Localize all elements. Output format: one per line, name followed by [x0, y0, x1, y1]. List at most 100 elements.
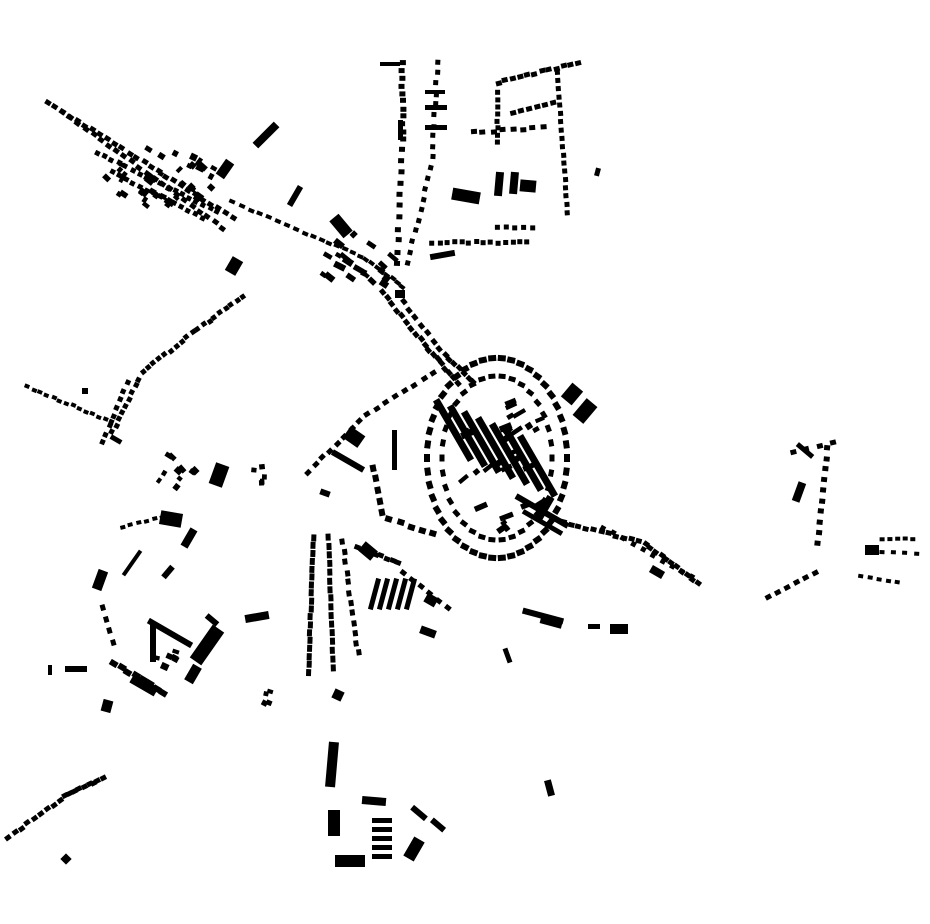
building [363, 410, 371, 418]
building [478, 552, 488, 560]
building [773, 588, 782, 597]
building [367, 276, 377, 286]
building [901, 550, 908, 555]
building [500, 519, 508, 527]
building [56, 796, 65, 805]
building [122, 667, 133, 678]
building [468, 527, 477, 536]
building [211, 218, 220, 226]
building [435, 69, 441, 75]
building [155, 477, 163, 484]
building [306, 629, 313, 637]
building [318, 236, 326, 244]
building [547, 469, 555, 478]
building [519, 179, 537, 193]
building [192, 192, 203, 203]
building [199, 214, 206, 222]
building [504, 401, 518, 411]
building [394, 249, 401, 256]
building [419, 625, 437, 639]
building [115, 190, 123, 198]
building [141, 196, 149, 204]
building [524, 542, 535, 552]
building [330, 664, 336, 672]
building [292, 226, 300, 233]
building [659, 558, 667, 565]
building [396, 518, 406, 527]
building [557, 118, 564, 125]
building [508, 375, 517, 383]
building [325, 533, 331, 541]
building [342, 426, 366, 448]
building [129, 673, 159, 697]
building [910, 537, 916, 542]
building [307, 613, 313, 621]
building [482, 463, 494, 473]
building [195, 208, 204, 216]
building [331, 688, 345, 702]
building [157, 170, 165, 178]
building [562, 168, 568, 174]
building [556, 492, 566, 503]
building [478, 356, 488, 364]
building [304, 468, 312, 477]
building [154, 354, 163, 363]
building [502, 427, 545, 493]
building [91, 568, 109, 592]
building [392, 307, 401, 316]
building [418, 206, 425, 213]
building [113, 422, 121, 430]
building [204, 613, 220, 627]
building [172, 187, 180, 194]
building [381, 398, 390, 407]
building [500, 463, 513, 473]
building [387, 251, 399, 263]
building [176, 475, 183, 482]
building [160, 350, 168, 358]
building [132, 153, 140, 162]
building [495, 80, 503, 87]
building [128, 157, 136, 165]
building [525, 388, 535, 397]
building [494, 457, 505, 468]
building [103, 134, 112, 143]
building [141, 201, 151, 210]
building [506, 412, 515, 421]
building [30, 814, 39, 823]
building [394, 279, 402, 287]
building [495, 240, 501, 246]
building [433, 79, 439, 86]
building [564, 210, 570, 216]
building [829, 439, 837, 446]
building [356, 648, 362, 656]
building [329, 637, 336, 645]
building [180, 196, 189, 204]
building [558, 127, 564, 133]
building [452, 508, 461, 518]
building [902, 536, 908, 541]
building [512, 408, 527, 419]
building [399, 60, 406, 66]
building [159, 514, 166, 520]
building [501, 76, 509, 84]
building [560, 480, 569, 490]
building [783, 583, 791, 592]
building [101, 152, 109, 160]
building [326, 551, 332, 559]
building [56, 398, 63, 404]
building [153, 655, 160, 661]
building [333, 260, 347, 272]
building [65, 666, 87, 672]
building [389, 274, 397, 282]
building [329, 213, 353, 239]
building [108, 658, 119, 669]
building [110, 140, 119, 148]
building [865, 545, 879, 555]
building [112, 146, 121, 155]
building [521, 224, 527, 230]
building [459, 239, 465, 245]
building [510, 239, 516, 245]
building [494, 139, 500, 145]
building [58, 108, 67, 116]
building [541, 101, 549, 109]
